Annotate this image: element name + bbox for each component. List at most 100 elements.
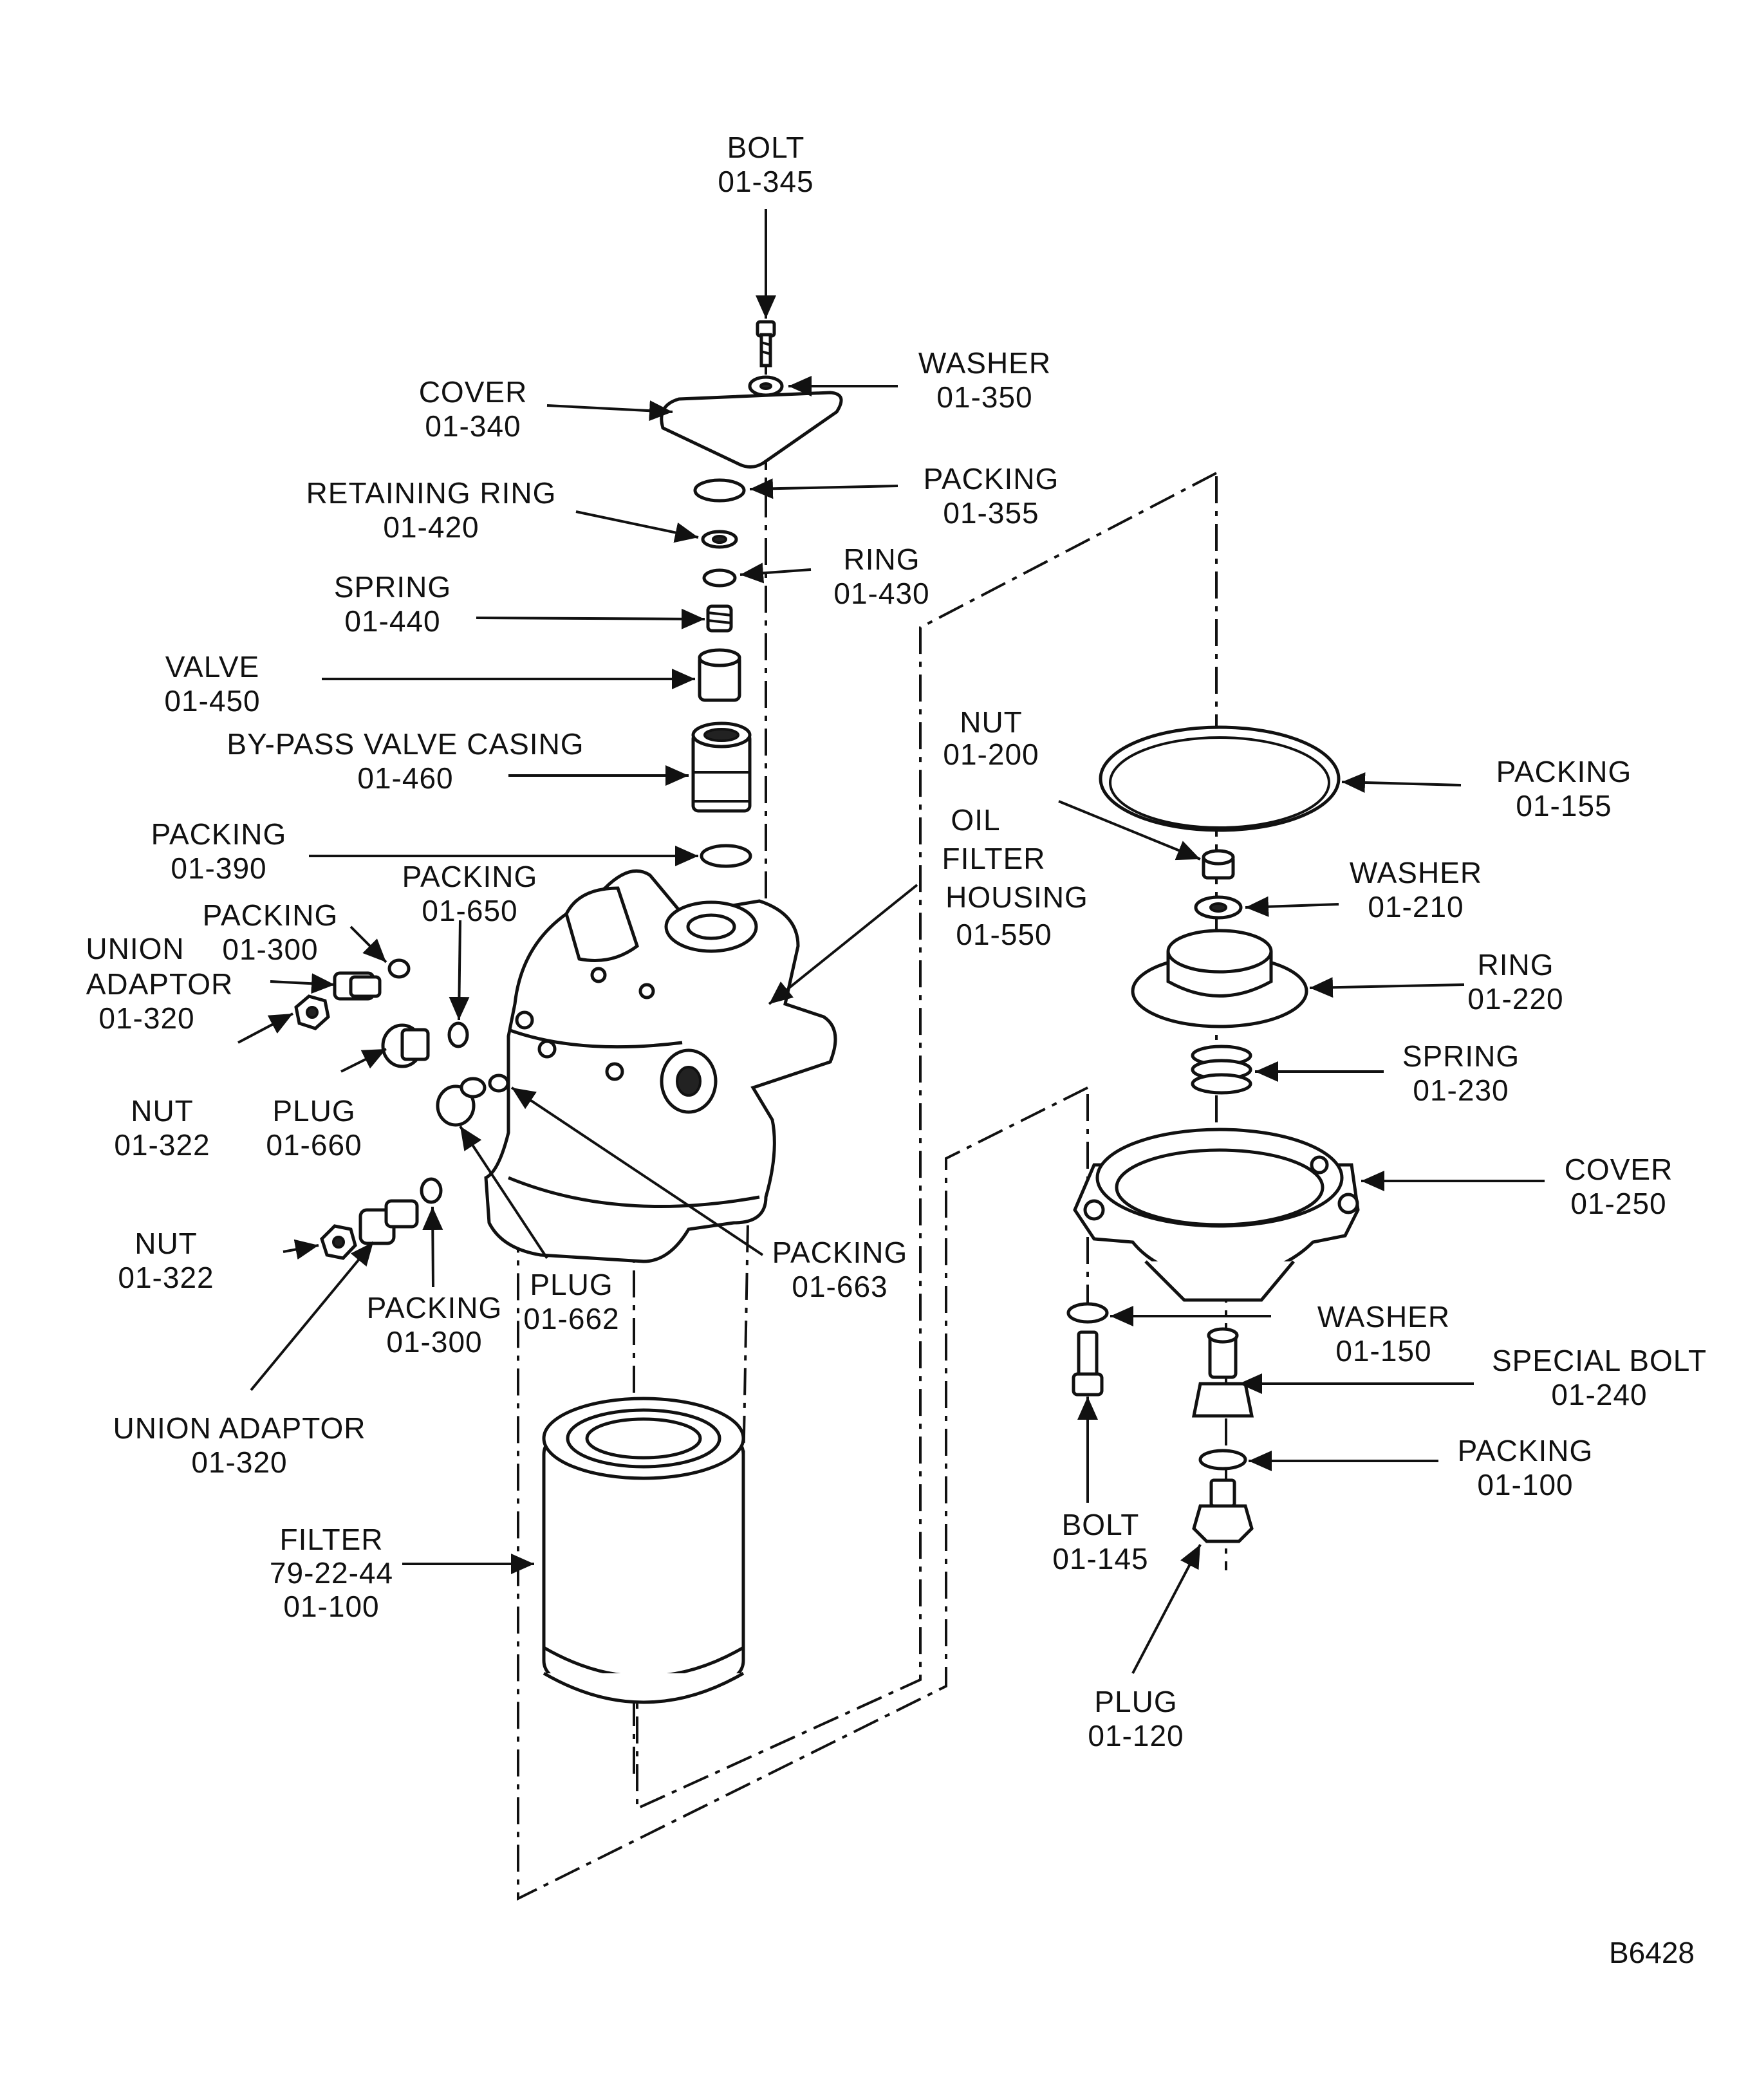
label-oil-filter-housing-b: FILTER	[942, 842, 1045, 875]
label-plug-662: PLUG	[530, 1268, 613, 1301]
cover-340-shape	[660, 391, 843, 469]
code-filter-b: 01-100	[283, 1590, 379, 1623]
special-bolt-240-shape	[1191, 1327, 1254, 1418]
label-washer-150: WASHER	[1317, 1300, 1450, 1333]
code-cover-340: 01-340	[425, 409, 521, 443]
code-plug-662: 01-662	[523, 1302, 619, 1335]
code-nut-322-lower: 01-322	[118, 1261, 214, 1294]
label-cover-250: COVER	[1565, 1153, 1673, 1186]
label-packing-300-upper: PACKING	[203, 898, 339, 932]
code-union-adaptor-320-lower: 01-320	[191, 1445, 287, 1479]
label-packing-155: PACKING	[1496, 755, 1632, 788]
nut-322-upper-shape	[294, 994, 330, 1030]
label-packing-390: PACKING	[151, 817, 287, 851]
ring-430-shape	[702, 568, 737, 588]
label-spring-440: SPRING	[334, 570, 451, 604]
label-packing-650: PACKING	[402, 860, 538, 893]
label-oil-filter-housing-a: OIL	[951, 803, 1000, 837]
code-special-bolt-240: 01-240	[1551, 1378, 1647, 1411]
label-union-adaptor-320-upper-a: UNION	[86, 932, 184, 965]
label-valve-450: VALVE	[165, 650, 259, 683]
label-retaining-ring-420: RETAINING RING	[306, 476, 557, 510]
label-union-adaptor-320-lower: UNION ADAPTOR	[113, 1411, 366, 1445]
callout-labels: BOLT 01-345 WASHER 01-350 COVER 01-340 P…	[86, 131, 1707, 1969]
code-retaining-ring-420: 01-420	[383, 510, 479, 544]
code-spring-230: 01-230	[1413, 1073, 1509, 1107]
ring-220-shape	[1131, 929, 1308, 1028]
label-packing-355: PACKING	[924, 462, 1059, 496]
packing-155-shape	[1099, 725, 1341, 832]
nut-322-lower-shape	[320, 1224, 357, 1260]
label-washer-210: WASHER	[1350, 856, 1482, 889]
union-adaptor-320-upper-shape	[333, 971, 382, 1001]
code-plug-660: 01-660	[266, 1128, 362, 1162]
bolt-345-shape	[756, 320, 776, 367]
code-bolt-145: 01-145	[1052, 1542, 1148, 1575]
code-washer-350: 01-350	[936, 380, 1032, 414]
code-filter-a: 79-22-44	[270, 1556, 393, 1590]
packing-355-shape	[693, 478, 746, 503]
filter-shape	[542, 1397, 745, 1704]
code-nut-200: 01-200	[943, 738, 1039, 771]
packing-300-lower-shape	[420, 1177, 443, 1204]
label-packing-300-lower: PACKING	[367, 1291, 503, 1324]
code-packing-355: 01-355	[943, 496, 1039, 530]
label-packing-100: PACKING	[1458, 1434, 1594, 1467]
label-plug-660: PLUG	[272, 1094, 355, 1128]
code-plug-120: 01-120	[1088, 1719, 1184, 1752]
label-cover-340: COVER	[419, 375, 528, 409]
code-ring-220: 01-220	[1467, 982, 1563, 1016]
plug-662-shape	[436, 1077, 487, 1127]
packing-650-shape	[447, 1021, 469, 1048]
spring-230-shape	[1191, 1045, 1252, 1095]
code-valve-450: 01-450	[164, 684, 260, 718]
label-oil-filter-housing-c: HOUSING	[945, 880, 1088, 914]
cover-250-shape	[1073, 1128, 1360, 1302]
code-ring-430: 01-430	[833, 577, 929, 610]
packing-100-shape	[1198, 1449, 1247, 1471]
label-union-adaptor-320-upper-b: ADAPTOR	[86, 967, 234, 1001]
code-cover-250: 01-250	[1570, 1187, 1666, 1220]
label-special-bolt-240: SPECIAL BOLT	[1492, 1344, 1707, 1377]
code-washer-210: 01-210	[1368, 890, 1464, 924]
label-bolt-145: BOLT	[1062, 1508, 1140, 1541]
label-washer-350: WASHER	[918, 346, 1051, 380]
oil-filter-housing-550-shape	[484, 869, 837, 1263]
packing-663-shape	[488, 1073, 510, 1093]
bolt-145-shape	[1072, 1330, 1104, 1397]
code-bolt-345: 01-345	[718, 165, 813, 198]
code-bypass-valve-casing-460: 01-460	[357, 761, 453, 795]
packing-390-shape	[700, 844, 752, 868]
label-spring-230: SPRING	[1402, 1039, 1520, 1073]
nut-200-shape	[1202, 849, 1235, 880]
packing-300-upper-shape	[387, 958, 411, 979]
label-bolt-345: BOLT	[727, 131, 805, 164]
plug-120-shape	[1192, 1478, 1254, 1543]
code-washer-150: 01-150	[1335, 1334, 1431, 1368]
label-nut-322-upper: NUT	[131, 1094, 194, 1128]
code-packing-155: 01-155	[1516, 789, 1612, 822]
washer-150-shape	[1066, 1302, 1109, 1324]
label-plug-120: PLUG	[1094, 1685, 1177, 1718]
code-packing-100: 01-100	[1477, 1468, 1573, 1501]
code-packing-300-lower: 01-300	[386, 1325, 482, 1359]
code-packing-663: 01-663	[792, 1270, 888, 1303]
code-packing-650: 01-650	[422, 894, 517, 927]
leader-arrows	[237, 209, 1545, 1674]
label-nut-322-lower: NUT	[135, 1227, 198, 1260]
code-packing-390: 01-390	[171, 851, 266, 885]
label-ring-430: RING	[844, 543, 920, 576]
code-packing-300-upper: 01-300	[222, 933, 318, 966]
valve-450-shape	[698, 648, 741, 702]
union-adaptor-320-lower-shape	[358, 1199, 419, 1245]
code-oil-filter-housing: 01-550	[956, 918, 1052, 951]
plug-660-shape	[381, 1023, 430, 1068]
code-nut-322-upper: 01-322	[114, 1128, 210, 1162]
label-filter: FILTER	[279, 1523, 383, 1556]
bypass-valve-casing-460-shape	[691, 721, 752, 813]
label-packing-663: PACKING	[772, 1236, 908, 1269]
drawing-code: B6428	[1609, 1936, 1695, 1969]
code-union-adaptor-320-upper: 01-320	[98, 1001, 194, 1035]
spring-440-shape	[706, 604, 733, 633]
